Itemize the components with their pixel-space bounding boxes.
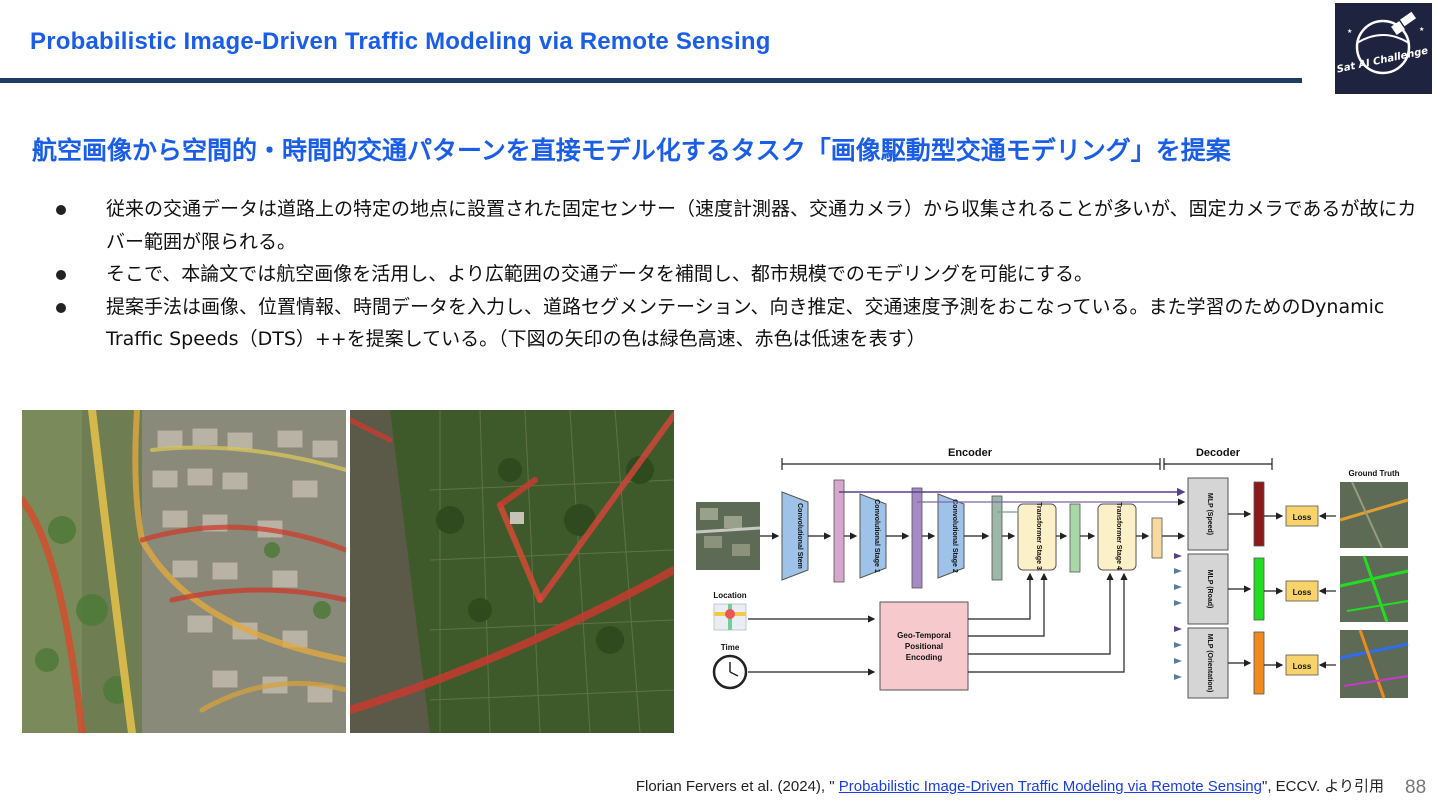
- loss-speed-label: Loss: [1293, 513, 1312, 522]
- location-label: Location: [713, 591, 746, 600]
- encoder-label: Encoder: [948, 447, 993, 459]
- decoder-label: Decoder: [1196, 447, 1241, 459]
- aerial-image-residential: [22, 410, 346, 733]
- bullet-list: 従来の交通データは道路上の特定の地点に設置された固定センサー（速度計測器、交通カ…: [50, 193, 1420, 356]
- bullet-text: そこで、本論文では航空画像を活用し、より広範囲の交通データを補間し、都市規模での…: [106, 263, 1094, 285]
- citation-link[interactable]: Probabilistic Image-Driven Traffic Model…: [838, 778, 1262, 795]
- title-divider: [0, 78, 1302, 83]
- conv-stage2-label: Convolutional Stage 2: [951, 499, 958, 573]
- svg-text:★: ★: [1405, 15, 1411, 23]
- ground-truth-road-thumbnail: [1339, 555, 1409, 623]
- bullet-text: 提案手法は画像、位置情報、時間データを入力し、道路セグメンテーション、向き推定、…: [106, 295, 1385, 351]
- mlp-orientation-label: MLP (Orientation): [1206, 634, 1213, 693]
- loss-road-label: Loss: [1293, 588, 1312, 597]
- input-image-thumbnail: [695, 502, 761, 570]
- architecture-diagram: Encoder Decoder Ground Truth Convolution…: [692, 436, 1422, 706]
- bullet-text: 従来の交通データは道路上の特定の地点に設置された固定センサー（速度計測器、交通カ…: [106, 198, 1417, 253]
- bullet-item: そこで、本論文では航空画像を活用し、より広範囲の交通データを補間し、都市規模での…: [50, 258, 1420, 291]
- time-label: Time: [721, 643, 740, 652]
- loss-orientation-label: Loss: [1293, 662, 1312, 671]
- page-number: 88: [1405, 777, 1427, 798]
- conv-stage1-label: Convolutional Stage 1: [873, 499, 880, 573]
- headline: 航空画像から空間的・時間的交通パターンを直接モデル化するタスク「画像駆動型交通モ…: [32, 136, 1231, 165]
- citation-prefix: Florian Fervers et al. (2024), ": [635, 778, 839, 795]
- bullet-item: 提案手法は画像、位置情報、時間データを入力し、道路セグメンテーション、向き推定、…: [50, 291, 1420, 356]
- sat-ai-challenge-logo: ★ ★ ★ Sat AI Challenge: [1335, 3, 1432, 94]
- mlp-speed-label: MLP (Speed): [1206, 493, 1213, 535]
- mlp-road-label: MLP (Road): [1206, 570, 1213, 609]
- map-pin-icon: [713, 603, 747, 631]
- clock-icon: [712, 654, 748, 690]
- bullet-item: 従来の交通データは道路上の特定の地点に設置された固定センサー（速度計測器、交通カ…: [50, 193, 1420, 258]
- conv-stem-label: Convolutional Stem: [796, 503, 803, 569]
- bullet-dot-icon: [56, 270, 66, 280]
- geo-encoding-line2: Positional: [905, 642, 943, 651]
- slide-title: Probabilistic Image-Driven Traffic Model…: [30, 28, 771, 55]
- citation: Florian Fervers et al. (2024), " Probabi…: [636, 775, 1384, 796]
- svg-text:★: ★: [1419, 26, 1424, 33]
- geo-encoding-line1: Geo-Temporal: [897, 631, 951, 640]
- bullet-dot-icon: [56, 205, 66, 215]
- logo-text: Sat AI Challenge: [1336, 45, 1430, 75]
- ground-truth-label: Ground Truth: [1348, 469, 1399, 478]
- ground-truth-orientation-thumbnail: [1339, 629, 1409, 699]
- ground-truth-speed-thumbnail: [1339, 481, 1409, 549]
- citation-suffix: ", ECCV. より引用: [1262, 778, 1384, 795]
- transformer-stage3-label: Transformer Stage 3: [1035, 502, 1042, 570]
- aerial-image-cemetery: [350, 410, 674, 733]
- transformer-stage4-label: Transformer Stage 4: [1115, 502, 1122, 570]
- bullet-dot-icon: [56, 302, 66, 313]
- svg-text:★: ★: [1347, 28, 1352, 35]
- geo-encoding-line3: Encoding: [906, 653, 943, 662]
